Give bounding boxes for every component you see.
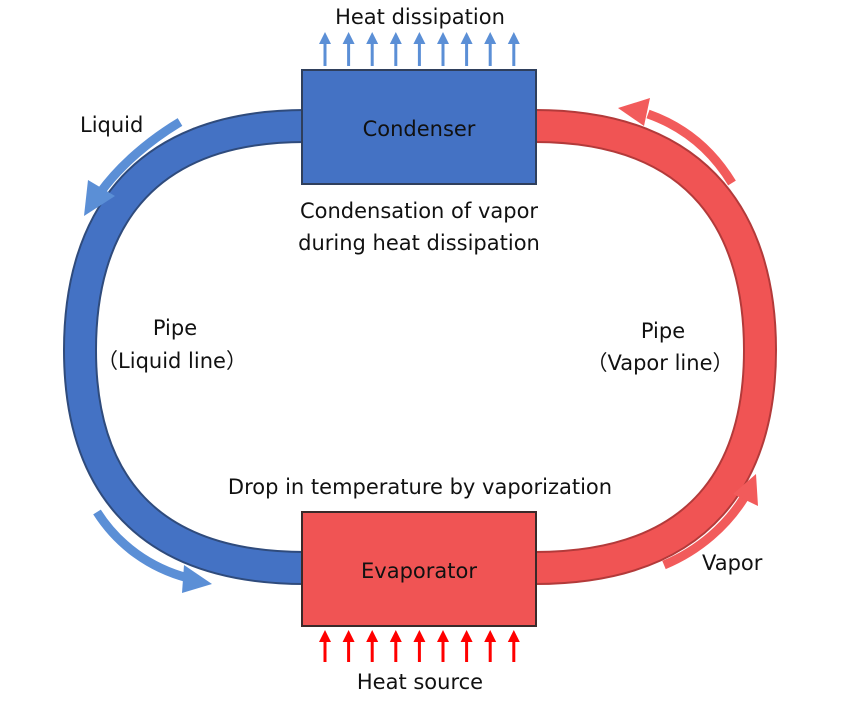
heat-source-arrow bbox=[484, 630, 497, 662]
heat-dissipation-arrow bbox=[413, 32, 426, 66]
condenser-label: Condenser bbox=[363, 117, 476, 141]
heat-dissipation-arrow bbox=[437, 32, 449, 66]
vapor-label: Vapor bbox=[702, 551, 763, 575]
heat-source-arrows bbox=[319, 630, 520, 662]
vapor-pipe-label-line1: Pipe bbox=[641, 319, 685, 343]
evaporator-box bbox=[301, 511, 537, 627]
vapor-flow-arrow-top bbox=[618, 98, 736, 186]
drop-temperature-text: Drop in temperature by vaporization bbox=[228, 475, 612, 499]
liquid-label: Liquid bbox=[80, 113, 143, 137]
heat-source-arrow bbox=[366, 630, 379, 662]
condensation-text-line1: Condensation of vapor bbox=[300, 199, 538, 223]
heat-dissipation-arrow bbox=[366, 32, 379, 66]
liquid-line-pipe-fill bbox=[64, 111, 306, 583]
heat-source-arrow bbox=[342, 630, 355, 662]
heat-source-arrow bbox=[389, 630, 402, 662]
heat-dissipation-arrow bbox=[342, 32, 355, 66]
liquid-flow-arrow-bottom bbox=[93, 509, 212, 593]
heat-source-arrow bbox=[507, 630, 520, 662]
heat-source-arrow bbox=[437, 630, 449, 662]
heat-dissipation-arrow bbox=[484, 32, 497, 66]
heat-dissipation-arrow bbox=[460, 32, 473, 66]
condenser-box bbox=[301, 69, 537, 185]
vapor-line-pipe-fill bbox=[534, 111, 776, 583]
liquid-pipe-label-line1: Pipe bbox=[153, 316, 197, 340]
condensation-text-line2: during heat dissipation bbox=[298, 231, 540, 255]
heat-dissipation-arrow bbox=[319, 32, 331, 66]
liquid-pipe-label-line2: （Liquid line） bbox=[97, 349, 247, 373]
heat-source-arrow bbox=[413, 630, 426, 662]
heat-dissipation-arrows bbox=[319, 32, 520, 66]
vapor-flow-arrow-bottom bbox=[662, 474, 758, 570]
heat-source-arrow bbox=[319, 630, 331, 662]
heat-source-label: Heat source bbox=[357, 670, 483, 694]
heat-source-arrow bbox=[460, 630, 473, 662]
heat-dissipation-arrow bbox=[507, 32, 520, 66]
heat-dissipation-arrow bbox=[389, 32, 402, 66]
heat-dissipation-label: Heat dissipation bbox=[335, 5, 505, 29]
vapor-pipe-label-line2: （Vapor line） bbox=[587, 351, 734, 375]
evaporator-label: Evaporator bbox=[361, 559, 477, 583]
liquid-flow-arrow-top bbox=[84, 118, 183, 216]
